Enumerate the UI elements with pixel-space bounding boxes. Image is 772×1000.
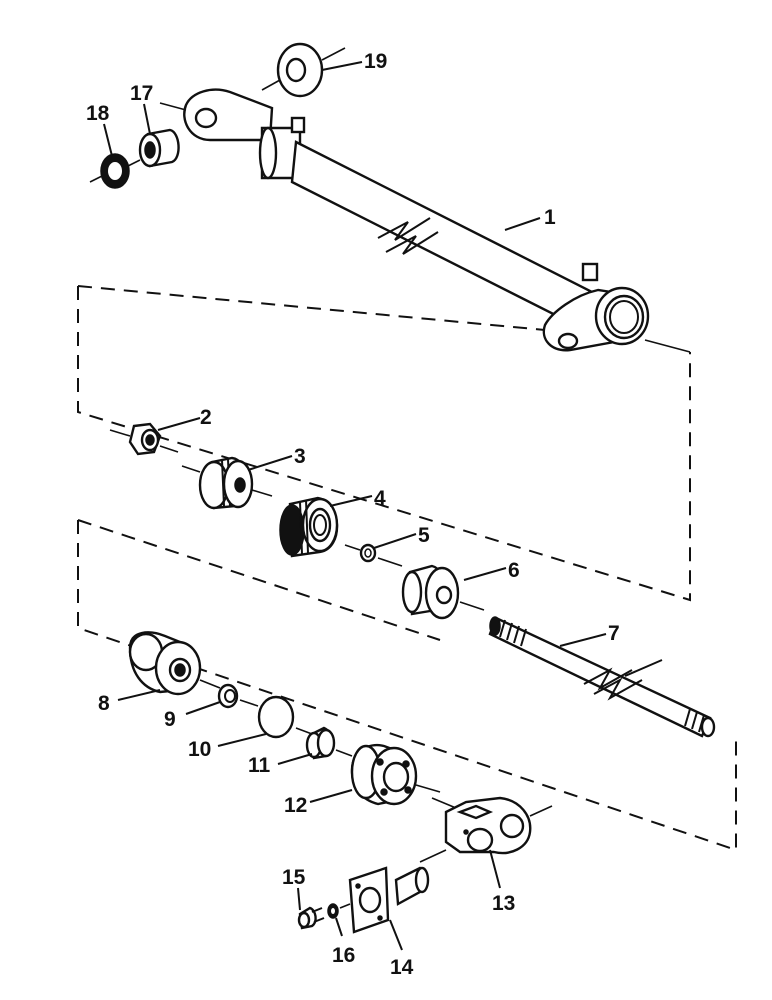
o-ring-part-10 xyxy=(257,695,313,739)
exploded-view-outline-upper xyxy=(77,285,691,602)
bolt-part-15 xyxy=(297,906,325,930)
label-part-13: 13 xyxy=(492,892,515,915)
label-part-1: 1 xyxy=(544,206,556,229)
gland-bushing-part-6 xyxy=(401,564,485,620)
piston-seal-part-4 xyxy=(279,496,339,558)
label-part-4: 4 xyxy=(374,487,386,510)
cylinder-barrel xyxy=(159,88,691,353)
clevis-pin-part-14 xyxy=(348,866,430,934)
nut-part-2 xyxy=(109,422,179,456)
label-part-5: 5 xyxy=(418,524,430,547)
label-part-3: 3 xyxy=(294,445,306,468)
label-part-9: 9 xyxy=(164,708,176,731)
part-number-labels: 1 2 3 4 5 6 7 8 9 10 11 12 13 14 15 16 1… xyxy=(86,50,620,979)
wiper-seal-part-11 xyxy=(305,726,353,760)
label-part-16: 16 xyxy=(332,944,355,967)
label-part-17: 17 xyxy=(130,82,153,105)
exploded-view-outline-lower xyxy=(77,519,737,852)
label-part-14: 14 xyxy=(390,956,414,979)
label-part-12: 12 xyxy=(284,794,307,817)
label-part-7: 7 xyxy=(608,622,620,645)
piston-part-3 xyxy=(181,456,273,510)
leader-lines xyxy=(103,61,607,951)
label-part-18: 18 xyxy=(86,102,110,125)
rod-guide-part-8 xyxy=(128,631,221,696)
label-part-19: 19 xyxy=(364,50,387,73)
label-part-11: 11 xyxy=(248,754,271,777)
bushing-part-17 xyxy=(138,128,180,168)
washer-part-19 xyxy=(261,42,346,98)
seal-part-9 xyxy=(217,683,259,709)
label-part-6: 6 xyxy=(508,559,520,582)
clevis-part-13 xyxy=(419,796,553,863)
label-part-15: 15 xyxy=(282,866,306,889)
lock-washer-part-16 xyxy=(327,903,351,919)
piston-rod-part-7 xyxy=(488,616,716,738)
o-ring-part-5 xyxy=(344,543,403,567)
label-part-2: 2 xyxy=(200,406,212,429)
gland-nut-part-12 xyxy=(350,743,441,806)
label-part-10: 10 xyxy=(188,738,211,761)
label-part-8: 8 xyxy=(98,692,110,715)
retaining-ring-part-18 xyxy=(89,153,141,189)
